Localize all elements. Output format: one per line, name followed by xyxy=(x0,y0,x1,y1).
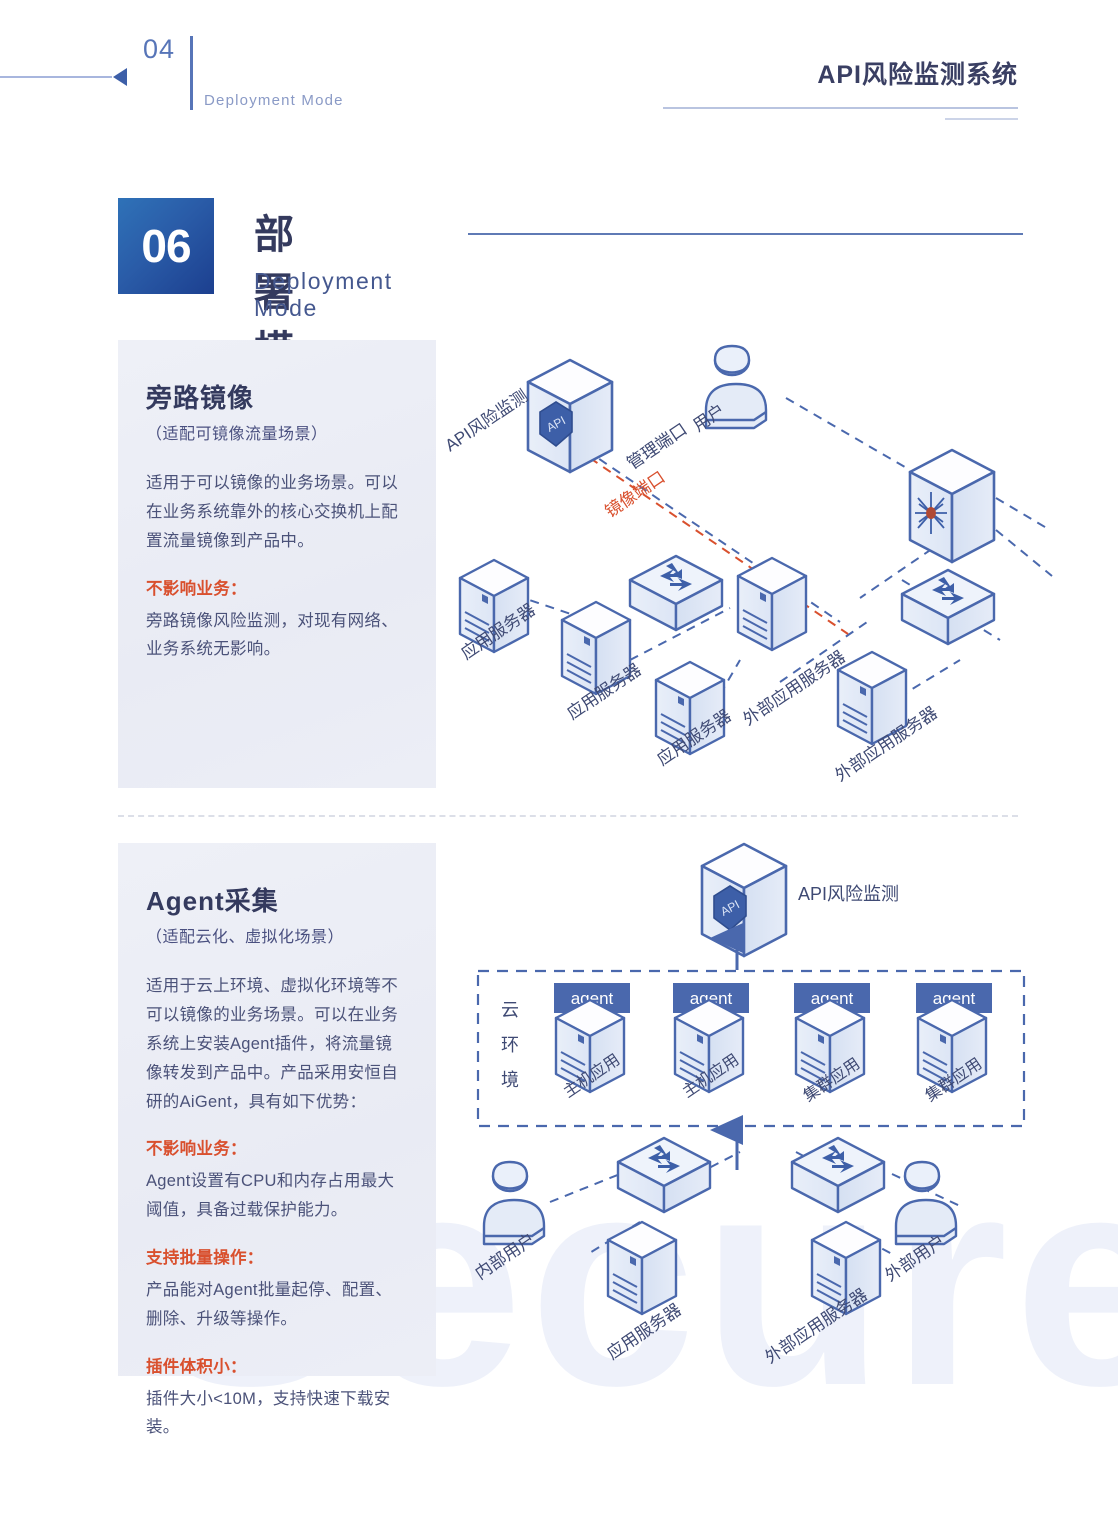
label-mirror-port: 镜像端口 xyxy=(602,468,669,522)
section-rule xyxy=(468,233,1023,235)
card-title: 旁路镜像 xyxy=(146,383,255,413)
card-body: 适用于云上环境、虚拟化环境等不可以镜像的业务场景。可以在业务系统上安装Agent… xyxy=(146,977,398,1111)
header-left-rule xyxy=(0,76,112,78)
cloud-environment-box xyxy=(476,969,1026,1128)
label-mgmt-port: 管理端口 xyxy=(624,420,691,474)
cloud-env-char-1: 云 xyxy=(501,1000,519,1020)
card-highlight-label: 不影响业务： xyxy=(146,579,247,598)
node-firewall xyxy=(908,448,996,564)
node-ext-app-server-1 xyxy=(736,556,808,652)
label-api-monitor: API风险监测 xyxy=(442,386,532,455)
node-switch-internal xyxy=(616,1136,712,1214)
agent-node-group-4: agent 集群应用 xyxy=(916,983,992,1105)
left-arrow-icon xyxy=(113,68,127,86)
card-title: Agent采集 xyxy=(146,886,279,916)
header-page-number: 04 xyxy=(143,34,176,64)
card-highlight-text: Agent设置有CPU和内存占用最大阈值，具备过载保护能力。 xyxy=(146,1172,395,1220)
section-divider xyxy=(118,815,1018,817)
card-highlight-text: 产品能对Agent批量起停、配置、删除、升级等操作。 xyxy=(146,1280,393,1328)
section-number: 06 xyxy=(141,220,191,272)
card-subtitle: （适配可镜像流量场景） xyxy=(146,426,328,443)
document-title: API风险监测系统 xyxy=(817,61,1018,89)
header-rule-short xyxy=(945,118,1018,120)
node-switch-external xyxy=(900,568,996,646)
cloud-env-char-3: 境 xyxy=(501,1070,519,1090)
section-title-en: Deployment Mode xyxy=(254,268,393,321)
card-bypass-mirror: 旁路镜像 （适配可镜像流量场景） 适用于可以镜像的业务场景。可以在业务系统靠外的… xyxy=(118,340,436,788)
header-subtitle: Deployment Mode xyxy=(204,92,344,109)
agent-node-group-1: agent 主机应用 xyxy=(554,983,630,1101)
node-api-monitor: API xyxy=(526,358,614,474)
card-agent-collection: Agent采集 （适配云化、虚拟化场景） 适用于云上环境、虚拟化环境等不可以镜像… xyxy=(118,843,436,1436)
label-api-monitor: API风险监测 xyxy=(798,884,899,904)
node-app-server xyxy=(606,1220,678,1316)
node-internal-user xyxy=(482,1160,546,1246)
agent-node-group-2: agent 主机应用 xyxy=(673,983,749,1101)
node-switch-external xyxy=(790,1136,886,1214)
diagram-bypass-mirror: API API风险监测 用户 应用服务器 应用服务器 应用服 xyxy=(440,330,1060,800)
card-highlight-text: 插件大小<10M，支持快速下载安装。 xyxy=(146,1389,391,1437)
node-external-user xyxy=(894,1160,958,1246)
section-number-badge: 06 xyxy=(118,198,214,294)
card-highlight-label: 支持批量操作： xyxy=(146,1249,264,1267)
header-divider-line xyxy=(190,36,193,110)
card-highlight-label: 插件体积小： xyxy=(146,1357,247,1376)
agent-node-group-3: agent 集群应用 xyxy=(794,983,870,1105)
node-api-monitor: API xyxy=(700,842,788,958)
label-cloud-environment: 云 环 境 xyxy=(501,1000,519,1090)
card-highlight-label: 不影响业务： xyxy=(146,1140,247,1159)
page-header: 04 Deployment Mode API风险监测系统 xyxy=(0,0,1118,140)
card-highlight-text: 旁路镜像风险监测，对现有网络、业务系统无影响。 xyxy=(146,611,398,659)
card-subtitle: （适配云化、虚拟化场景） xyxy=(146,929,345,946)
cloud-env-char-2: 环 xyxy=(501,1035,519,1055)
card-body: 适用于可以镜像的业务场景。可以在业务系统靠外的核心交换机上配置流量镜像到产品中。 xyxy=(146,474,398,550)
label-ext-app-server-1: 外部应用服务器 xyxy=(740,647,849,729)
header-rule-long xyxy=(663,107,1018,109)
diagram-agent-collection: API API风险监测 云 环 境 agent 主机应用 a xyxy=(440,830,1060,1390)
